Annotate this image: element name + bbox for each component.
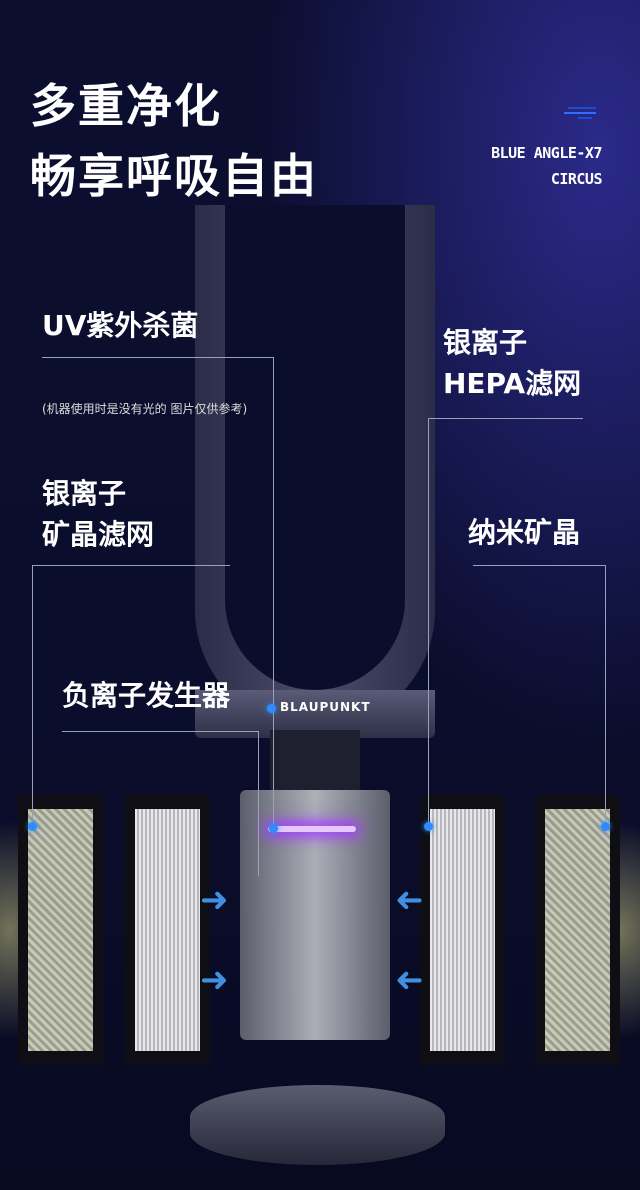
uv-note: (机器使用时是没有光的 图片仅供参考) — [42, 402, 248, 416]
base-plate — [190, 1085, 445, 1165]
label-silver-hepa-2: HEPA滤网 — [443, 367, 582, 400]
brand-logo: BLAUPUNKT — [280, 700, 371, 714]
brand-model: BLUE ANGLE-X7 — [491, 144, 602, 162]
motor-neck — [270, 730, 360, 800]
mineral-dot-right — [601, 822, 610, 831]
label-nano: 纳米矿晶 — [468, 516, 581, 549]
uv-lamp — [268, 826, 356, 832]
anion-dot — [267, 704, 276, 713]
brand-series: CIRCUS — [550, 170, 603, 188]
airflow-arrow-icon: ➜ — [200, 880, 229, 920]
uv-dot — [269, 824, 278, 833]
mineral-filter-left — [18, 795, 103, 1065]
tower-body — [195, 205, 435, 730]
label-uv: UV紫外杀菌 — [42, 309, 199, 342]
label-anion: 负离子发生器 — [62, 679, 231, 712]
headline-line2: 畅享呼吸自由 — [30, 149, 318, 203]
airflow-arrow-icon: ➜ — [200, 960, 229, 1000]
hepa-filter-right — [420, 795, 505, 1065]
mineral-dot-left — [28, 822, 37, 831]
label-silver-mineral-1: 银离子 — [42, 477, 127, 510]
label-silver-mineral-2: 矿晶滤网 — [42, 518, 155, 551]
mineral-filter-right — [535, 795, 620, 1065]
menu-icon — [564, 104, 596, 122]
hepa-filter-left — [125, 795, 210, 1065]
headline-line1: 多重净化 — [30, 79, 222, 133]
hepa-dot — [424, 822, 433, 831]
airflow-arrow-icon: ➜ — [395, 880, 424, 920]
label-silver-hepa-1: 银离子 — [443, 326, 528, 359]
airflow-arrow-icon: ➜ — [395, 960, 424, 1000]
